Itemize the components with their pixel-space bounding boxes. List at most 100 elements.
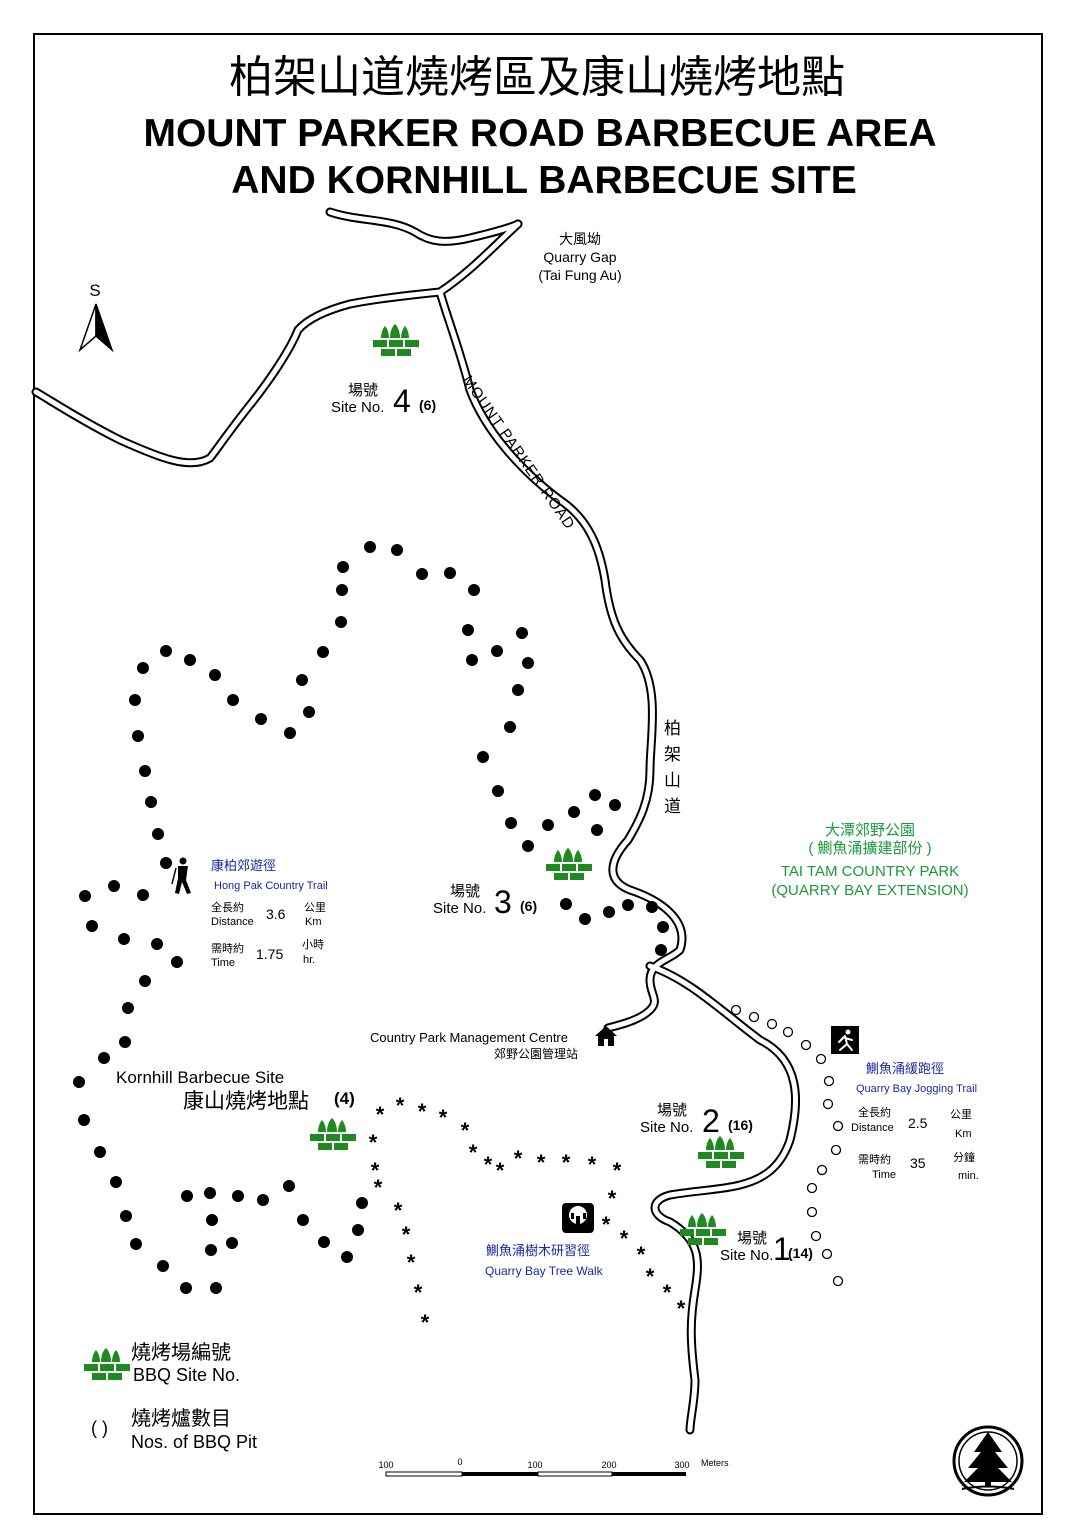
title-line1: MOUNT PARKER ROAD BARBECUE AREA xyxy=(143,112,936,155)
svg-text:*: * xyxy=(514,1146,523,1171)
svg-text:*: * xyxy=(620,1226,629,1251)
svg-text:*: * xyxy=(613,1158,622,1183)
svg-text:*: * xyxy=(421,1310,430,1335)
mgmt-centre-zh: 郊野公園管理站 xyxy=(494,1046,578,1061)
jogging-time-unit-en: min. xyxy=(958,1170,979,1182)
svg-text:*: * xyxy=(602,1212,611,1237)
svg-text:*: * xyxy=(414,1280,423,1305)
svg-text:*: * xyxy=(637,1242,646,1267)
site1-en: Site No. xyxy=(720,1247,773,1264)
svg-text:*: * xyxy=(376,1102,385,1127)
scale-tick-4: 300 xyxy=(674,1460,689,1470)
park-en-1: TAI TAM COUNTRY PARK xyxy=(781,863,959,880)
site2-number: 2 xyxy=(702,1103,720,1139)
legend-pit-zh: 燒烤爐數目 xyxy=(131,1407,231,1430)
road-label-zh-2: 架 xyxy=(664,745,681,764)
scale-unit: Meters xyxy=(701,1458,729,1468)
jogging-trail-markers xyxy=(730,1004,844,1287)
bbq-site-icon xyxy=(84,1348,130,1380)
site3-en: Site No. xyxy=(433,900,486,917)
bbq-site-icon xyxy=(373,324,419,356)
site4-zh: 場號 xyxy=(348,382,378,399)
bbq-site-icon xyxy=(698,1136,744,1168)
quarry-gap-en: Quarry Gap xyxy=(543,249,616,265)
scale-tick-3: 200 xyxy=(601,1460,616,1470)
north-arrow-icon: S xyxy=(78,281,114,353)
bbq-site-icon xyxy=(310,1118,356,1150)
hong-pak-time-val: 1.75 xyxy=(256,946,283,962)
legend-bbq-en: BBQ Site No. xyxy=(133,1365,240,1385)
svg-text:*: * xyxy=(407,1250,416,1275)
svg-text:*: * xyxy=(402,1222,411,1247)
svg-text:*: * xyxy=(371,1158,380,1183)
quarry-gap-zh: 大風坳 xyxy=(559,231,601,247)
jogging-dist-zh: 全長約 xyxy=(858,1105,891,1119)
svg-text:*: * xyxy=(677,1296,686,1321)
title-chinese: 柏架山道燒烤區及康山燒烤地點 xyxy=(229,53,845,102)
svg-text:*: * xyxy=(394,1198,403,1223)
site2-zh: 場號 xyxy=(657,1102,687,1119)
bbq-site-icon xyxy=(546,848,592,880)
jogging-zh: 鰂魚涌緩跑徑 xyxy=(866,1061,944,1076)
scale-tick-1: 0 xyxy=(457,1457,462,1467)
title-line2: AND KORNHILL BARBECUE SITE xyxy=(231,159,856,202)
road-label-zh-3: 山 xyxy=(664,771,681,790)
tree-walk-zh: 鰂魚涌樹木研習徑 xyxy=(486,1243,590,1258)
hong-pak-time-en: Time xyxy=(211,957,235,969)
road-label-zh-1: 柏 xyxy=(664,719,681,738)
svg-text:*: * xyxy=(418,1099,427,1124)
site3-pits: (6) xyxy=(520,898,537,914)
jogging-dist-en: Distance xyxy=(851,1122,894,1134)
svg-text:*: * xyxy=(374,1175,383,1200)
scale-tick-2: 100 xyxy=(527,1460,542,1470)
jogging-time-unit-zh: 分鐘 xyxy=(953,1150,975,1164)
hong-pak-en: Hong Pak Country Trail xyxy=(214,880,328,892)
hong-pak-trail-dots xyxy=(73,541,669,1294)
svg-text:*: * xyxy=(663,1280,672,1305)
jogging-dist-unit-en: Km xyxy=(955,1128,972,1140)
hong-pak-time-unit-en: hr. xyxy=(303,954,315,966)
tree-walk-en: Quarry Bay Tree Walk xyxy=(485,1264,604,1278)
road-label-en: MOUNT PARKER ROAD xyxy=(459,373,578,533)
site4-en: Site No. xyxy=(331,399,384,416)
svg-text:*: * xyxy=(496,1158,505,1183)
site1-number: 1 xyxy=(773,1231,791,1267)
site1-zh: 場號 xyxy=(737,1230,767,1247)
jogging-time-en: Time xyxy=(872,1169,896,1181)
map-frame xyxy=(33,33,1043,1515)
country-park-logo-icon xyxy=(952,1425,1024,1497)
park-en-2: (QUARRY BAY EXTENSION) xyxy=(771,882,968,899)
jogging-dist-val: 2.5 xyxy=(908,1115,928,1131)
road-core xyxy=(36,212,796,1430)
hong-pak-dist-val: 3.6 xyxy=(266,906,286,922)
kornhill-en: Kornhill Barbecue Site xyxy=(116,1068,284,1087)
legend-bbq-zh: 燒烤場編號 xyxy=(131,1341,231,1364)
kornhill-pits: (4) xyxy=(334,1089,355,1108)
hong-pak-dist-unit-zh: 公里 xyxy=(304,901,326,914)
compass-label: S xyxy=(89,281,100,300)
svg-text:*: * xyxy=(484,1152,493,1177)
site2-en: Site No. xyxy=(640,1119,693,1136)
quarry-gap-alt: (Tai Fung Au) xyxy=(538,267,621,283)
svg-text:*: * xyxy=(562,1150,571,1175)
road-label-zh-4: 道 xyxy=(664,797,681,816)
hong-pak-zh: 康柏郊遊徑 xyxy=(211,858,276,873)
site1-pits: (14) xyxy=(788,1245,813,1261)
svg-text:*: * xyxy=(588,1152,597,1177)
roads xyxy=(36,212,796,1430)
svg-text:*: * xyxy=(646,1264,655,1289)
jogger-icon xyxy=(831,1026,859,1054)
site4-number: 4 xyxy=(393,383,411,419)
hong-pak-time-zh: 需時約 xyxy=(211,941,244,955)
jogging-time-val: 35 xyxy=(910,1155,926,1171)
svg-text:*: * xyxy=(369,1130,378,1155)
svg-text:*: * xyxy=(608,1186,617,1211)
jogging-dist-unit-zh: 公里 xyxy=(950,1108,972,1121)
legend-pit-symbol: ( ) xyxy=(91,1418,108,1438)
house-icon xyxy=(595,1026,617,1046)
kornhill-zh: 康山燒烤地點 xyxy=(183,1090,309,1113)
hong-pak-time-unit-zh: 小時 xyxy=(302,938,324,951)
park-zh-2: ( 鰂魚涌擴建部份 ) xyxy=(808,840,931,857)
hong-pak-dist-en: Distance xyxy=(211,916,254,928)
